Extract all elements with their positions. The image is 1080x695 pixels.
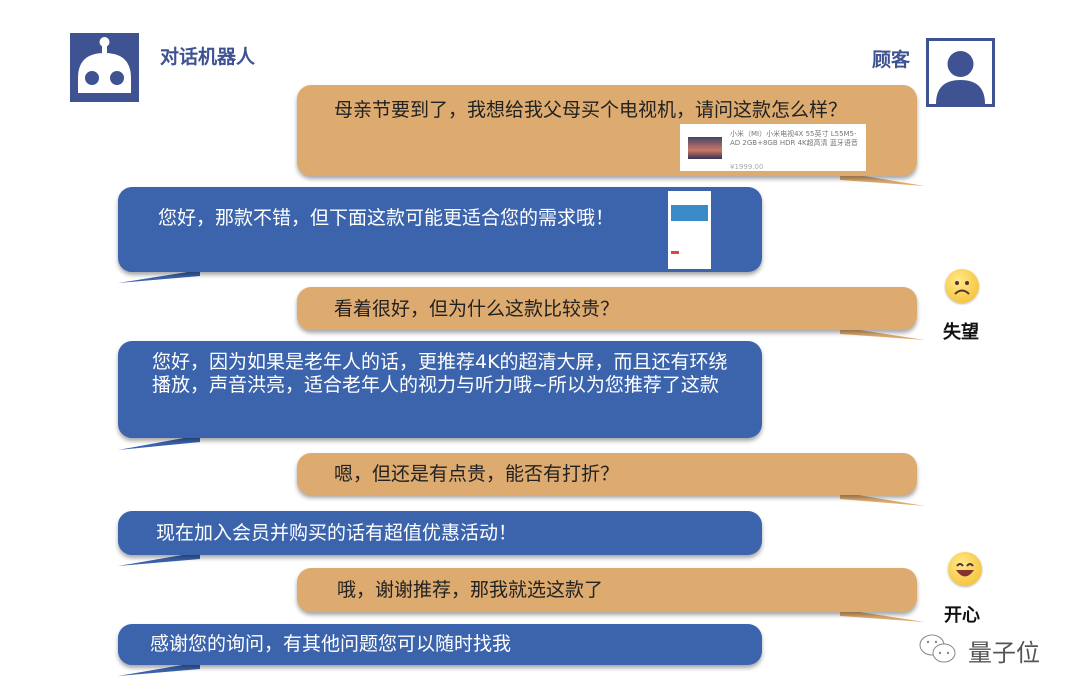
sad-face-icon <box>945 269 979 303</box>
robot-icon <box>70 33 139 102</box>
message-text: 您好，因为如果是老年人的话，更推荐4K的超清大屏，而且还有环绕播放，声音洪亮，适… <box>152 351 728 396</box>
bot-message-4: 感谢您的询问，有其他问题您可以随时找我 <box>118 624 762 665</box>
tv-thumbnail <box>688 137 722 159</box>
bot-message-3: 现在加入会员并购买的话有超值优惠活动！ <box>118 511 762 555</box>
message-text: 哦，谢谢推荐，那我就选这款了 <box>337 579 604 601</box>
product-price: ¥1999.00 <box>730 163 764 171</box>
message-text: 现在加入会员并购买的话有超值优惠活动！ <box>156 522 518 544</box>
product-card[interactable]: 小米（MI）小米电视4X 55英寸 L55M5-AD 2GB+8GB HDR 4… <box>680 124 866 171</box>
message-text: 感谢您的询问，有其他问题您可以随时找我 <box>150 633 512 655</box>
customer-message-4: 哦，谢谢推荐，那我就选这款了 <box>297 568 917 612</box>
message-text: 母亲节要到了，我想给我父母买个电视机，请问这款怎么样？ <box>334 99 848 121</box>
tag <box>671 251 679 254</box>
customer-message-1: 母亲节要到了，我想给我父母买个电视机，请问这款怎么样？ 小米（MI）小米电视4X… <box>297 85 917 176</box>
bot-message-1: 您好，那款不错，但下面这款可能更适合您的需求哦！ <box>118 187 762 272</box>
wechat-icon <box>918 632 958 670</box>
bot-message-2: 您好，因为如果是老年人的话，更推荐4K的超清大屏，而且还有环绕播放，声音洪亮，适… <box>118 341 762 438</box>
product-screenshot[interactable] <box>668 191 711 269</box>
watermark-text: 量子位 <box>968 639 1040 667</box>
customer-message-3: 嗯，但还是有点贵，能否有打折？ <box>297 453 917 495</box>
message-text: 嗯，但还是有点贵，能否有打折？ <box>334 463 620 485</box>
customer-name: 顾客 <box>872 49 911 71</box>
product-title: 小米（MI）小米电视4X 55英寸 L55M5-AD 2GB+8GB HDR 4… <box>730 130 858 147</box>
user-avatar-icon <box>926 38 995 107</box>
message-text: 看着很好，但为什么这款比较贵？ <box>334 298 620 320</box>
mood-label-happy: 开心 <box>944 605 980 626</box>
bot-name: 对话机器人 <box>160 46 256 68</box>
mood-label-disappointed: 失望 <box>943 322 979 343</box>
customer-message-2: 看着很好，但为什么这款比较贵？ <box>297 287 917 330</box>
message-text: 您好，那款不错，但下面这款可能更适合您的需求哦！ <box>158 207 615 229</box>
tv-image <box>671 205 708 221</box>
happy-face-icon <box>948 552 982 586</box>
